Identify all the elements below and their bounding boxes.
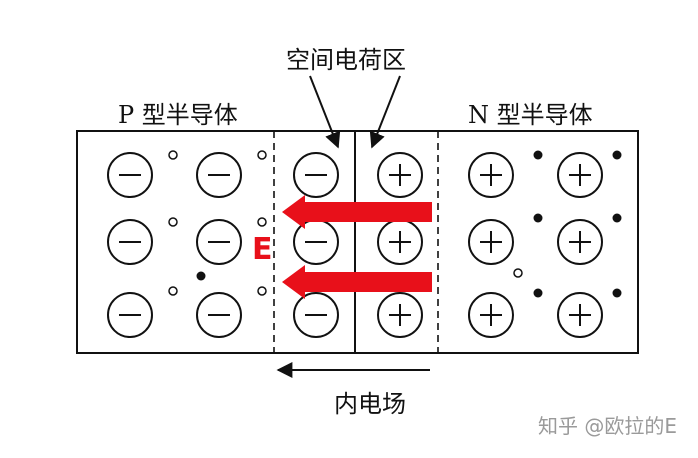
negative-ion-icon (107, 219, 153, 265)
hole-icon (168, 217, 178, 227)
hole-icon (257, 286, 267, 296)
n-type-label: N 型半导体 (468, 101, 593, 129)
electron-icon (533, 288, 543, 298)
negative-ion-icon (293, 219, 339, 265)
hole-icon (168, 286, 178, 296)
positive-ion-icon (468, 152, 514, 198)
positive-ion-icon (468, 219, 514, 265)
electron-icon (533, 213, 543, 223)
negative-ion-icon (196, 152, 242, 198)
semiconductor-box (76, 130, 639, 354)
electric-field-label: E (252, 232, 273, 267)
positive-ion-icon (377, 152, 423, 198)
hole-icon (257, 150, 267, 160)
hole-icon (257, 217, 267, 227)
field-arrow-upper (282, 195, 432, 229)
watermark: 知乎 @欧拉的E (538, 414, 677, 438)
electron-icon (196, 271, 206, 281)
depletion-region-label: 空间电荷区 (286, 46, 406, 74)
positive-ion-icon (468, 292, 514, 338)
negative-ion-icon (107, 152, 153, 198)
p-type-label: P 型半导体 (118, 101, 238, 129)
negative-ion-icon (196, 292, 242, 338)
ion-grid (107, 152, 603, 338)
negative-ion-icon (293, 152, 339, 198)
depletion-pointer-left (309, 75, 341, 149)
negative-ion-icon (293, 292, 339, 338)
negative-ion-icon (107, 292, 153, 338)
positive-ion-icon (557, 292, 603, 338)
internal-field-label: 内电场 (334, 390, 406, 418)
electron-icon (533, 150, 543, 160)
hole-icon (513, 268, 523, 278)
negative-ion-icon (196, 219, 242, 265)
positive-ion-icon (377, 292, 423, 338)
positive-ion-icon (557, 152, 603, 198)
positive-ion-icon (377, 219, 423, 265)
depletion-pointer-right (369, 75, 401, 149)
positive-ion-icon (557, 219, 603, 265)
hole-icon (168, 150, 178, 160)
electron-icon (612, 150, 622, 160)
carrier-dots (168, 150, 622, 298)
field-arrow-lower (282, 265, 432, 299)
electron-icon (612, 213, 622, 223)
electron-icon (612, 288, 622, 298)
field-arrows (282, 195, 432, 299)
